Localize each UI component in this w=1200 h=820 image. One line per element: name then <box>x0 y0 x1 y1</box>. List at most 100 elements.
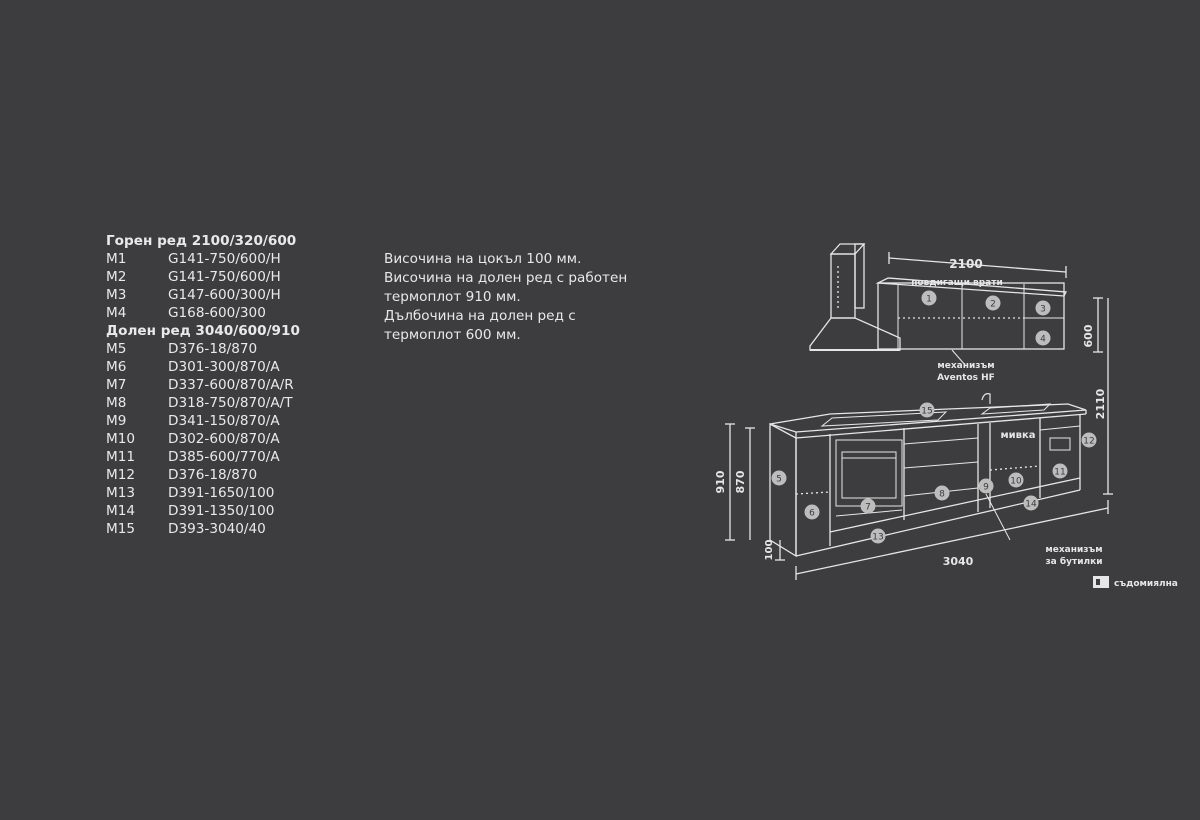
label-600: 600 <box>1082 324 1095 347</box>
part-number: D318-750/870/A/T <box>168 395 293 411</box>
module-code: M7 <box>106 377 127 393</box>
label-mechanism: механизъм <box>937 361 994 371</box>
hood <box>809 243 901 351</box>
spec-row: M14 D391-1350/100 <box>106 502 300 520</box>
part-number: D337-600/870/A/R <box>168 377 294 393</box>
dishwasher-icon <box>1093 576 1109 588</box>
module-code: M3 <box>106 287 127 303</box>
label-mechanism-2: механизъм <box>1045 545 1102 555</box>
marker-circle <box>771 470 787 486</box>
marker-circle <box>860 498 876 514</box>
spec-row: M10 D302-600/870/A <box>106 430 300 448</box>
dim-870 <box>745 427 755 540</box>
module-code: M10 <box>106 431 136 447</box>
dim-100 <box>775 540 785 561</box>
note-line: Височина на цокъл 100 мм. <box>384 251 582 267</box>
upper-cabinets <box>875 277 1068 350</box>
marker-label: 2 <box>990 300 996 310</box>
notes: Височина на цокъл 100 мм. Височина на до… <box>384 250 674 345</box>
marker-circle <box>1035 330 1051 346</box>
module-code: M4 <box>106 305 127 321</box>
marker-label: 15 <box>921 407 932 417</box>
part-number: G147-600/300/H <box>168 287 281 303</box>
spec-row: M13 D391-1650/100 <box>106 484 300 502</box>
marker-circle <box>1023 495 1039 511</box>
marker-circle <box>1081 432 1097 448</box>
module-code: M12 <box>106 467 136 483</box>
marker-label: 12 <box>1083 437 1094 447</box>
module-code: M2 <box>106 269 127 285</box>
marker-label: 4 <box>1040 335 1046 345</box>
marker-circle <box>804 504 820 520</box>
part-number: G168-600/300 <box>168 305 266 321</box>
module-code: M13 <box>106 485 136 501</box>
marker-label: 9 <box>983 483 989 493</box>
marker-circle <box>919 402 935 418</box>
spec-row: M12 D376-18/870 <box>106 466 300 484</box>
marker-circle <box>1035 300 1051 316</box>
label-bottles: за бутилки <box>1045 556 1102 567</box>
spec-row: M6 D301-300/870/A <box>106 358 300 376</box>
label-aventos: Aventos HF <box>937 373 995 383</box>
marker-label: 5 <box>776 475 782 485</box>
part-number: D376-18/870 <box>168 467 258 483</box>
marker-circle <box>978 478 994 494</box>
part-number: D376-18/870 <box>168 341 258 357</box>
part-number: D302-600/870/A <box>168 431 280 447</box>
upper-row-heading: Горен ред 2100/320/600 <box>106 233 297 249</box>
part-number: G141-750/600/H <box>168 269 281 285</box>
module-code: M14 <box>106 503 136 519</box>
dim-2100 <box>888 252 1067 278</box>
label-2100: 2100 <box>949 257 982 271</box>
spec-row: M2 G141-750/600/H <box>106 268 300 286</box>
marker-circle <box>1008 472 1024 488</box>
dim-600 <box>1093 297 1103 353</box>
label-lift-doors: повдигащи врати <box>911 278 1003 288</box>
dim-3040 <box>795 500 1109 580</box>
part-number: D393-3040/40 <box>168 521 266 537</box>
note-line: Височина на долен ред с работен <box>384 270 628 286</box>
marker-label: 13 <box>872 533 883 543</box>
part-number: D301-300/870/A <box>168 359 280 375</box>
label-dishwasher: съдомиялна <box>1114 579 1178 589</box>
spec-row: M5 D376-18/870 <box>106 340 300 358</box>
marker-label: 7 <box>865 503 871 513</box>
part-number: D385-600/770/A <box>168 449 280 465</box>
module-code: M15 <box>106 521 136 537</box>
marker-circle <box>870 528 886 544</box>
spec-row: M7 D337-600/870/A/R <box>106 376 300 394</box>
module-code: M5 <box>106 341 127 357</box>
marker-label: 6 <box>809 509 815 519</box>
spec-row: M15 D393-3040/40 <box>106 520 300 538</box>
part-number: D391-1350/100 <box>168 503 275 519</box>
marker-label: 1 <box>926 295 932 305</box>
marker-label: 3 <box>1040 305 1046 315</box>
lower-row-heading: Долен ред 3040/600/910 <box>106 323 300 339</box>
module-code: M1 <box>106 251 127 267</box>
part-number: D391-1650/100 <box>168 485 275 501</box>
marker-circle <box>921 290 937 306</box>
label-3040: 3040 <box>943 555 974 568</box>
module-code: M6 <box>106 359 127 375</box>
marker-label: 10 <box>1010 477 1022 487</box>
sink-basin <box>980 393 1052 415</box>
label-870: 870 <box>734 470 747 493</box>
worktop <box>769 403 1087 439</box>
label-100: 100 <box>764 540 775 561</box>
spec-row: M4 G168-600/300 <box>106 304 300 322</box>
marker-circle <box>985 295 1001 311</box>
spec-row: M3 G147-600/300/H <box>106 286 300 304</box>
module-code: M11 <box>106 449 136 465</box>
marker-circle <box>1052 463 1068 479</box>
note-line: термоплот 600 мм. <box>384 327 521 343</box>
note-line: Дълбочина на долен ред с <box>384 308 576 324</box>
label-2110: 2110 <box>1094 388 1107 419</box>
note-line: термоплот 910 мм. <box>384 289 521 305</box>
